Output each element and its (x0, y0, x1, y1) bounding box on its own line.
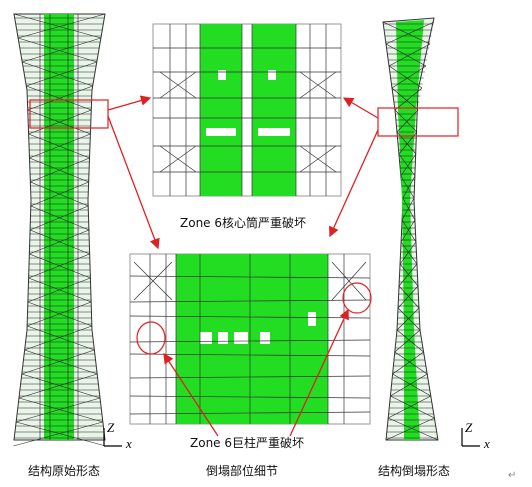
arrow-label-to-right-ellipse (289, 308, 349, 437)
collapse-detail-caption: 倒塌部位细节 (206, 464, 279, 478)
axis-x-label-left: x (126, 436, 132, 451)
right-callout-box (377, 107, 459, 137)
arrow-right-to-column (329, 129, 379, 238)
column-damage-ellipse-right (342, 282, 372, 314)
column-damage-ellipse-left (136, 321, 166, 355)
arrow-left-to-core (107, 95, 152, 111)
arrow-label-to-left-ellipse (163, 352, 219, 437)
axis-indicator-right (461, 428, 480, 447)
tower-original (13, 13, 106, 447)
axis-x-label-right: x (484, 436, 490, 451)
axis-indicator-left (103, 428, 122, 447)
axis-z-label-left: Z (107, 420, 115, 435)
original-shape-caption: 结构原始形态 (28, 464, 101, 478)
return-mark-icon: ↵ (508, 470, 517, 481)
collapse-shape-caption: 结构倒塌形态 (378, 464, 451, 478)
left-callout-box (29, 99, 109, 129)
axis-z-label-right: Z (465, 420, 473, 435)
column-damage-label: Zone 6巨柱严重破坏 (190, 436, 305, 450)
core-damage-label: Zone 6核心筒严重破坏 (180, 216, 307, 230)
arrow-right-to-core (342, 97, 379, 119)
arrow-left-to-column (107, 115, 160, 250)
column-detail-panel (129, 253, 371, 425)
tower-collapsed (382, 17, 439, 441)
core-detail-panel (152, 23, 342, 197)
